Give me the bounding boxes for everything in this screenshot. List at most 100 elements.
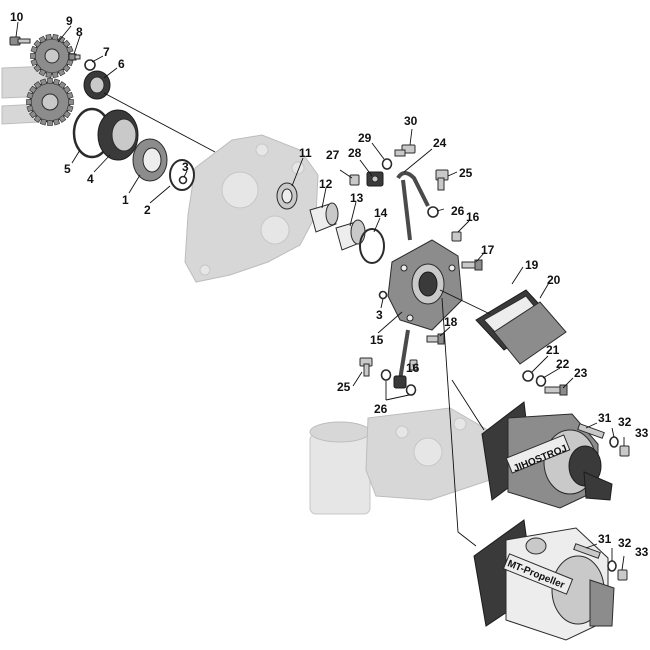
washer-part-21 bbox=[522, 370, 534, 382]
callout-32-upper: 32 bbox=[618, 415, 632, 429]
o-ring-part-3 bbox=[178, 175, 188, 185]
callout-14: 14 bbox=[374, 206, 388, 220]
callout-1: 1 bbox=[122, 193, 129, 207]
callout-25-top: 25 bbox=[459, 166, 473, 180]
callout-3-upper: 3 bbox=[182, 160, 189, 174]
o-ring-part-3-lower bbox=[378, 290, 388, 300]
oil-pipe-part-24 bbox=[396, 171, 430, 207]
o-ring-part-14 bbox=[359, 228, 385, 264]
gear-tooth bbox=[62, 64, 71, 73]
callout-29: 29 bbox=[358, 131, 372, 145]
screw-part-8 bbox=[68, 53, 81, 61]
nut-part-33-upper bbox=[619, 445, 630, 457]
washer-part-7 bbox=[84, 59, 96, 71]
callout-31-lower: 31 bbox=[598, 532, 612, 546]
callout-3-lower: 3 bbox=[376, 308, 383, 322]
callout-30: 30 bbox=[404, 114, 418, 128]
gearbox-ghost-with-filter bbox=[309, 407, 491, 515]
gear-tooth bbox=[68, 99, 74, 105]
callout-19: 19 bbox=[525, 258, 539, 272]
callout-4: 4 bbox=[87, 172, 94, 186]
gear-lower bbox=[26, 78, 74, 126]
gear-tooth bbox=[39, 118, 48, 126]
callout-10: 10 bbox=[10, 10, 24, 24]
governor-jihostroj: JIHOSTROJ bbox=[481, 401, 613, 509]
gear-tooth bbox=[52, 34, 59, 41]
gear-tooth bbox=[47, 78, 53, 84]
gear-tooth bbox=[33, 39, 42, 48]
gear-tooth bbox=[33, 64, 42, 73]
callout-32-lower: 32 bbox=[618, 536, 632, 550]
o-ring-part-2 bbox=[169, 159, 195, 191]
callout-5: 5 bbox=[64, 162, 71, 176]
fitting-part-16-top bbox=[451, 231, 462, 242]
bolt-part-23 bbox=[544, 384, 568, 396]
callout-2: 2 bbox=[144, 203, 151, 217]
gear-tooth bbox=[45, 71, 52, 78]
gearbox-housing-ghost bbox=[184, 134, 319, 283]
gear-tooth bbox=[29, 110, 37, 119]
callout-18: 18 bbox=[444, 315, 458, 329]
gear-part-9 bbox=[30, 34, 74, 78]
callout-9: 9 bbox=[66, 14, 73, 28]
callout-12: 12 bbox=[319, 177, 333, 191]
callout-33-lower: 33 bbox=[635, 545, 649, 559]
gear-tooth bbox=[66, 45, 74, 54]
gear-tooth bbox=[52, 78, 61, 86]
callout-23: 23 bbox=[574, 366, 588, 380]
washer-part-32-lower bbox=[607, 560, 617, 572]
bolt-part-17 bbox=[461, 259, 483, 271]
gear-tooth bbox=[63, 110, 71, 119]
gear-tooth bbox=[57, 35, 66, 44]
adapter-flange-part-15 bbox=[387, 239, 463, 331]
seal-part-1 bbox=[132, 138, 168, 182]
gear-tooth bbox=[38, 35, 47, 44]
gear-tooth bbox=[33, 115, 42, 123]
washer-part-26-lower-b bbox=[405, 384, 417, 396]
gear-tooth bbox=[66, 91, 74, 100]
washer-part-32-upper bbox=[609, 436, 619, 448]
gear-tooth bbox=[66, 104, 74, 113]
gear-tooth bbox=[26, 91, 34, 100]
gear-tooth bbox=[52, 118, 61, 126]
governor-mt-propeller: MT-Propeller bbox=[473, 519, 615, 641]
washer-part-26-top bbox=[427, 206, 439, 218]
washer-part-22 bbox=[535, 375, 547, 387]
nut-part-33-lower bbox=[617, 569, 628, 581]
fitting-part-25-lower bbox=[359, 357, 373, 377]
gear-tooth bbox=[45, 34, 52, 41]
gear-tooth bbox=[58, 81, 67, 89]
washer-part-26-lower-a bbox=[380, 369, 392, 381]
callout-8: 8 bbox=[76, 25, 83, 39]
gear-tooth bbox=[38, 68, 47, 77]
callout-27: 27 bbox=[326, 148, 340, 162]
cover-plate-part-20 bbox=[493, 301, 567, 365]
gear-tooth bbox=[30, 53, 36, 59]
callout-7: 7 bbox=[103, 45, 110, 59]
stud-part-31-lower bbox=[573, 543, 601, 559]
callout-16-lower: 16 bbox=[406, 361, 420, 375]
callout-24: 24 bbox=[433, 136, 447, 150]
fitting-part-25-top bbox=[435, 169, 449, 191]
banjo-lower bbox=[393, 375, 407, 389]
callout-20: 20 bbox=[547, 273, 561, 287]
callout-15: 15 bbox=[370, 333, 384, 347]
callout-26-top: 26 bbox=[451, 204, 465, 218]
gear-tooth bbox=[30, 45, 38, 54]
sleeve-part-12 bbox=[309, 202, 339, 233]
gear-tooth bbox=[58, 115, 67, 123]
callout-33-upper: 33 bbox=[635, 426, 649, 440]
fitting-part-28 bbox=[366, 171, 384, 187]
gear-tooth bbox=[33, 81, 42, 89]
oil-pipe-part-24-lower bbox=[401, 179, 412, 241]
callout-28: 28 bbox=[348, 146, 362, 160]
gear-tooth bbox=[47, 120, 53, 126]
gear-tooth bbox=[63, 85, 71, 94]
bolt-part-18 bbox=[426, 333, 445, 345]
bushing-part-11 bbox=[276, 182, 298, 210]
bolt-part-30 bbox=[394, 144, 416, 157]
leader-lines bbox=[15, 21, 625, 571]
callout-11: 11 bbox=[299, 146, 312, 160]
